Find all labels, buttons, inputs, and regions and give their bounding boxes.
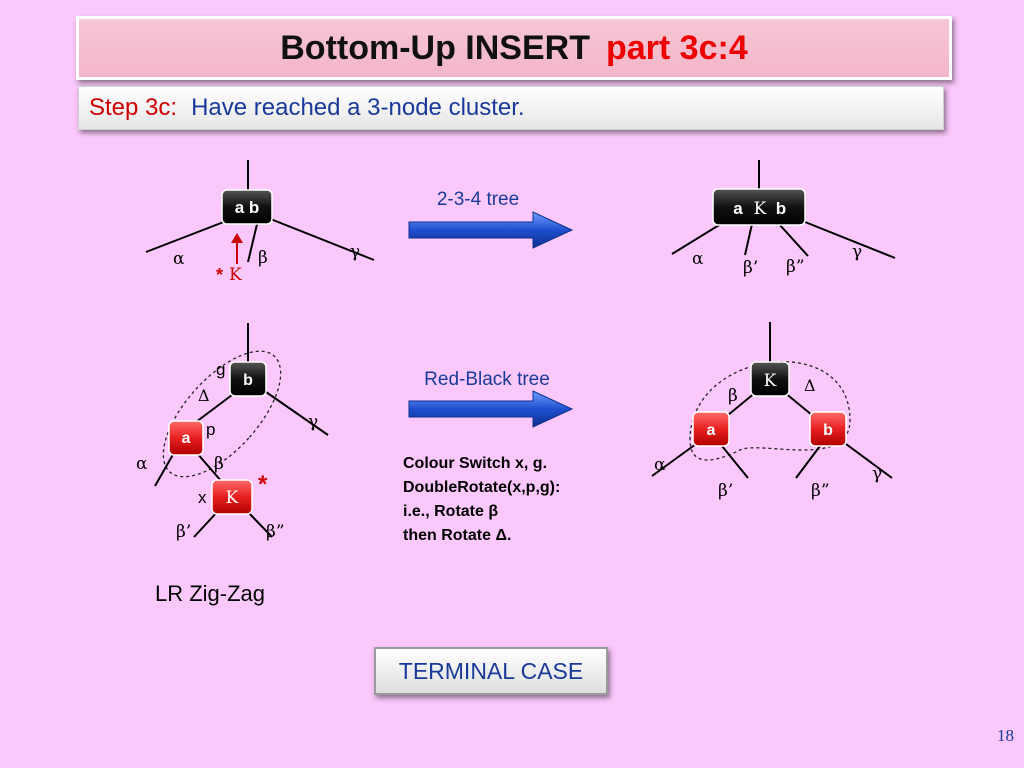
arrow-label-234: 2-3-4 tree: [437, 189, 519, 210]
step-label: Step 3c:: [89, 94, 178, 121]
title-part: part 3c:4: [606, 28, 748, 67]
alpha-label: α: [173, 249, 185, 269]
node-akb-a: a: [733, 199, 743, 218]
caption-lr-zigzag: LR Zig-Zag: [155, 581, 265, 606]
star-marker: *: [258, 471, 268, 498]
label-p: p: [206, 420, 215, 439]
delta-label: Δ: [198, 386, 210, 405]
node-a-red: [168, 420, 204, 456]
step-text: Have reached a 3-node cluster.: [191, 94, 525, 121]
node-k-label: K: [764, 371, 777, 391]
inserted-key-label: K: [229, 265, 242, 285]
note-line-3: i.e., Rotate β: [403, 503, 498, 520]
insert-pointer-arrow: [231, 233, 243, 243]
step-banner: Step 3c: Have reached a 3-node cluster.: [78, 86, 944, 130]
note-line-2: DoubleRotate(x,p,g):: [403, 479, 560, 496]
gamma-label: γ: [852, 242, 862, 262]
node-b-black: [229, 361, 267, 397]
top-left-tree: a b α β γ * K: [145, 160, 375, 285]
beta-double-prime-label: β”: [266, 522, 285, 542]
beta-double-prime-label: β”: [811, 481, 830, 501]
node-akb-b: b: [776, 199, 786, 218]
gamma-label: γ: [872, 464, 882, 484]
node-b-label: b: [823, 422, 833, 439]
beta-label: β: [728, 386, 738, 406]
node-akb: [712, 188, 806, 226]
node-k-label: K: [226, 488, 239, 508]
beta-prime-label: β’: [176, 522, 191, 542]
node-a-red: [692, 411, 730, 447]
bottom-right-tree: K a b β Δ α β’ β” γ: [651, 322, 893, 501]
top-right-tree: a K b α β’ β” γ: [671, 160, 896, 278]
alpha-label: α: [692, 249, 704, 269]
node-k-black: [750, 361, 790, 397]
label-g: g: [216, 360, 225, 379]
note-line-1: Colour Switch x, g.: [403, 455, 547, 472]
beta-double-prime-label: β”: [786, 257, 805, 277]
node-b-red: [809, 411, 847, 447]
arrow-label-rb: Red-Black tree: [424, 369, 550, 390]
beta-label: β: [258, 248, 268, 268]
beta-prime-label: β’: [718, 481, 733, 501]
note-line-4: then Rotate Δ.: [403, 527, 511, 544]
node-akb-k: K: [754, 199, 767, 219]
node-a-label: a: [182, 430, 191, 447]
cluster-outline: [162, 350, 282, 478]
alpha-label: α: [654, 455, 666, 475]
label-x: x: [198, 488, 207, 507]
page-number: 18: [997, 726, 1014, 745]
delta-label: Δ: [804, 376, 816, 395]
alpha-label: α: [136, 454, 148, 474]
star-marker: *: [216, 265, 223, 285]
arrow-red-black: Red-Black tree: [408, 369, 574, 428]
node-b-label: b: [243, 372, 253, 389]
arrow-234: 2-3-4 tree: [408, 189, 574, 249]
terminal-case-box: TERMINAL CASE: [374, 647, 608, 695]
beta-prime-label: β’: [743, 258, 758, 278]
node-a-label: a: [707, 422, 716, 439]
slide-title: Bottom-Up INSERT part 3c:4: [76, 16, 952, 80]
node-ab-label: a b: [235, 198, 260, 217]
rb-notes: Colour Switch x, g. DoubleRotate(x,p,g):…: [403, 455, 560, 544]
node-k-red: [211, 479, 253, 515]
node-ab: [221, 189, 273, 225]
gamma-label: γ: [308, 412, 318, 432]
bottom-left-tree: b a K g p x Δ γ α β β’ β” * LR Zig-Zag: [136, 323, 329, 606]
title-main: Bottom-Up INSERT: [280, 28, 590, 67]
beta-label: β: [214, 454, 224, 474]
gamma-label: γ: [350, 242, 360, 262]
